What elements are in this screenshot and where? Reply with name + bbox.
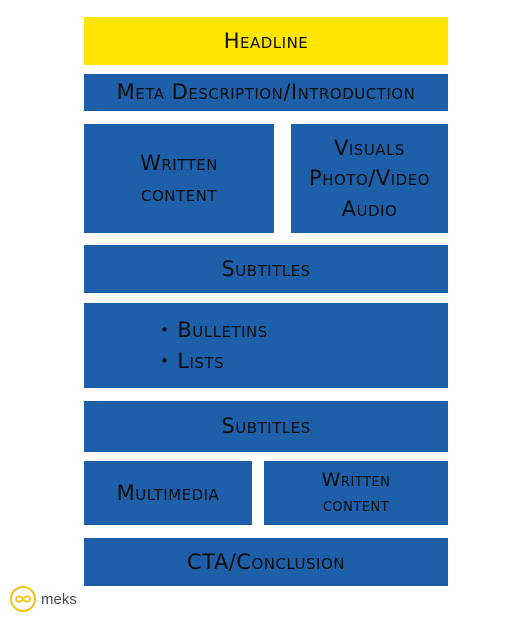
visuals-block: Visuals Photo/Video Audio: [291, 124, 448, 233]
bullets-block: • Bulletins • Lists: [84, 303, 448, 388]
list-item: • Lists: [160, 346, 268, 376]
subtitles-block: Subtitles: [84, 401, 448, 452]
cta-conclusion-block: CTA/Conclusion: [84, 538, 448, 586]
multimedia-label: Multimedia: [116, 480, 220, 505]
list-item: • Bulletins: [160, 315, 268, 345]
visuals-label: Visuals Photo/Video Audio: [309, 135, 430, 221]
cta-conclusion-label: CTA/Conclusion: [186, 549, 346, 574]
multimedia-block: Multimedia: [84, 461, 252, 525]
subtitles-label: Subtitles: [221, 256, 311, 281]
meta-description-block: Meta Description/Introduction: [84, 74, 448, 111]
headline-label: Headline: [223, 28, 309, 53]
written-content-label: Written content: [321, 469, 391, 516]
written-content-block: Written content: [84, 124, 274, 233]
bullet-icon: •: [160, 321, 170, 340]
headline-block: Headline: [84, 17, 448, 65]
written-content-block: Written content: [264, 461, 448, 525]
logo-text: meks: [41, 590, 77, 608]
written-content-label: Written content: [140, 151, 218, 206]
list-item-label: Lists: [177, 348, 225, 373]
meta-description-label: Meta Description/Introduction: [116, 80, 416, 105]
infinity-loop-icon: [10, 586, 36, 612]
subtitles-block: Subtitles: [84, 245, 448, 293]
bullet-icon: •: [160, 351, 170, 370]
subtitles-label: Subtitles: [221, 414, 311, 439]
list-item-label: Bulletins: [177, 318, 268, 343]
bullet-list: • Bulletins • Lists: [84, 315, 268, 376]
brand-logo: meks: [10, 586, 77, 612]
